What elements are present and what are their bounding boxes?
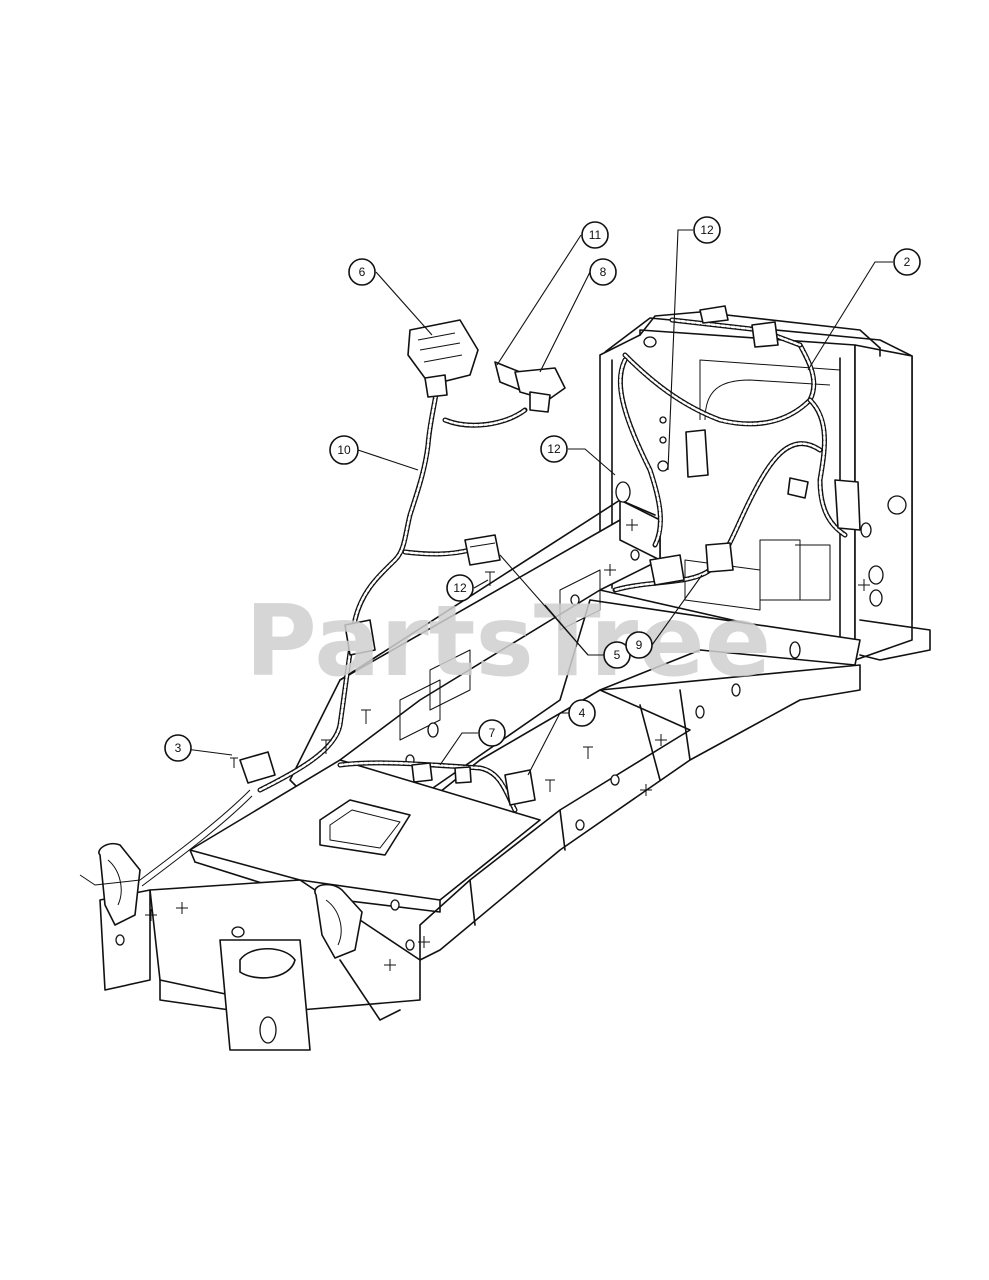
callout-7: 7 xyxy=(478,719,506,747)
svg-text:7: 7 xyxy=(489,726,496,740)
svg-text:3: 3 xyxy=(175,741,182,755)
callout-6: 6 xyxy=(348,258,376,286)
callout-12-top: 12 xyxy=(693,216,721,244)
part-8 xyxy=(514,367,566,413)
rear-switch xyxy=(649,305,861,586)
svg-text:5: 5 xyxy=(614,648,621,662)
part-3-connector xyxy=(239,751,276,784)
svg-text:4: 4 xyxy=(579,706,586,720)
bolts xyxy=(230,571,593,792)
callout-12-mid: 12 xyxy=(540,435,568,463)
callout-2: 2 xyxy=(893,248,921,276)
svg-text:12: 12 xyxy=(547,442,561,456)
part-7-clip xyxy=(411,762,472,784)
svg-text:2: 2 xyxy=(904,255,911,269)
callout-12-low: 12 xyxy=(446,574,474,602)
callout-10: 10 xyxy=(329,435,359,465)
connector-5 xyxy=(464,534,501,566)
components xyxy=(230,305,861,806)
svg-text:12: 12 xyxy=(453,581,467,595)
callout-4: 4 xyxy=(568,699,596,727)
chassis-frame xyxy=(98,311,931,1051)
connector-mid xyxy=(344,619,376,656)
svg-text:6: 6 xyxy=(359,265,366,279)
callout-8: 8 xyxy=(589,258,617,286)
callout-3: 3 xyxy=(164,734,192,762)
watermark: PartsTree xyxy=(245,585,771,699)
svg-text:9: 9 xyxy=(636,638,643,652)
svg-text:11: 11 xyxy=(589,228,602,242)
svg-text:12: 12 xyxy=(700,223,714,237)
svg-text:8: 8 xyxy=(600,265,607,279)
callout-11: 11 xyxy=(581,221,609,249)
callout-9: 9 xyxy=(625,631,653,659)
svg-text:10: 10 xyxy=(337,443,351,457)
part-4-switch xyxy=(504,769,536,806)
leader-lines xyxy=(177,229,893,776)
relay-module-6 xyxy=(407,319,479,398)
